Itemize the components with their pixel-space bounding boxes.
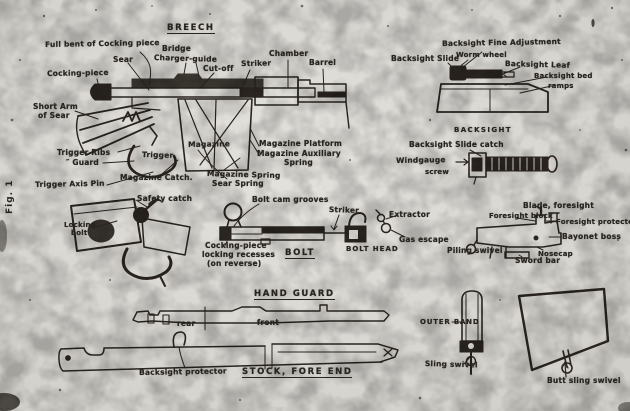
label-backsight-slide-catch: Backsight Slide catch [409, 140, 504, 149]
label-trigger-ribs: Trigger Ribs [57, 148, 111, 157]
label-barrel: Barrel [309, 58, 337, 67]
caption-bolt-head: BOLT HEAD [346, 245, 399, 253]
label-chamber: Chamber [269, 49, 309, 58]
label-windgauge: Windgauge [395, 155, 446, 165]
label-backsight-slide: Backsight Slide [391, 54, 460, 63]
label-backsight-bed-ramps: ramps [548, 82, 574, 90]
label-sword-bar: Sword bar [515, 256, 561, 265]
label-locking-bolt: bolt [71, 229, 88, 237]
figure-number-label: Fig. 1 [5, 179, 15, 215]
label-cocking-piece-recesses-1: Cocking-piece [205, 241, 267, 250]
label-hand-guard-rear: rear [177, 319, 196, 328]
label-foresight-protector: Foresight protector [556, 218, 630, 226]
label-magazine-catch: Magazine Catch. [120, 173, 193, 182]
label-magazine-auxiliary: Magazine Auxiliary [257, 149, 341, 158]
label-striker-breech: Striker [240, 58, 272, 68]
caption-bolt: BOLT [285, 248, 315, 259]
label-magazine-platform: Magazine Platform [259, 139, 342, 148]
label-gas-escape: Gas escape [399, 235, 449, 244]
label-trigger-axis-pin: Trigger Axis Pin [34, 178, 105, 189]
label-blade-foresight: Blade, foresight [523, 201, 594, 210]
label-extractor: Extractor [389, 210, 430, 219]
caption-breech: BREECH [167, 23, 215, 34]
label-backsight-protector: Backsight protector [138, 366, 227, 377]
label-butt-sling-swivel: Butt sling swivel [547, 376, 621, 385]
label-sear-spring: Sear Spring [212, 179, 264, 188]
caption-stock-fore-end: STOCK, FORE END [242, 367, 353, 378]
label-outer-band: OUTER BAND [420, 318, 480, 326]
label-bolt-cam-grooves: Bolt cam grooves [252, 195, 329, 204]
label-trigger: Trigger [141, 150, 174, 160]
label-bridge: Bridge [162, 44, 192, 53]
caption-backsight: BACKSIGHT [454, 126, 512, 134]
label-sling-swivel: Sling swivel [424, 359, 478, 370]
label-cut-off: Cut-off [203, 64, 234, 73]
label-foresight-block: Foresight block [489, 212, 553, 220]
label-safety-catch: Safety catch [137, 194, 193, 203]
label-nosecap: Nosecap [538, 250, 573, 258]
caption-hand-guard: HAND GUARD [254, 289, 335, 300]
label-piling-swivel: Piling swivel [447, 246, 503, 255]
label-windgauge-screw: screw [425, 168, 449, 176]
label-of-sear: of Sear [38, 111, 70, 120]
label-sear: Sear [113, 55, 134, 64]
label-hand-guard-front: front [257, 318, 280, 327]
label-magazine: Magazine [187, 139, 231, 149]
label-backsight-bed: Backsight bed [534, 72, 593, 80]
label-worm-wheel: Worm wheel [456, 51, 507, 59]
label-trigger-guard-ditto: ″ Guard [66, 158, 99, 167]
label-cocking-piece: Cocking-piece [46, 67, 109, 78]
label-cocking-piece-recesses-3: (on reverse) [207, 259, 262, 268]
label-locking: Locking [64, 221, 96, 229]
label-bayonet-boss: Bayonet boss [562, 232, 622, 241]
label-magazine-auxiliary-spring: Spring [284, 158, 313, 167]
label-short-arm: Short Arm [33, 102, 78, 111]
label-striker-bolt: Striker [328, 205, 360, 215]
label-cocking-piece-recesses-2: locking recesses [202, 250, 276, 259]
